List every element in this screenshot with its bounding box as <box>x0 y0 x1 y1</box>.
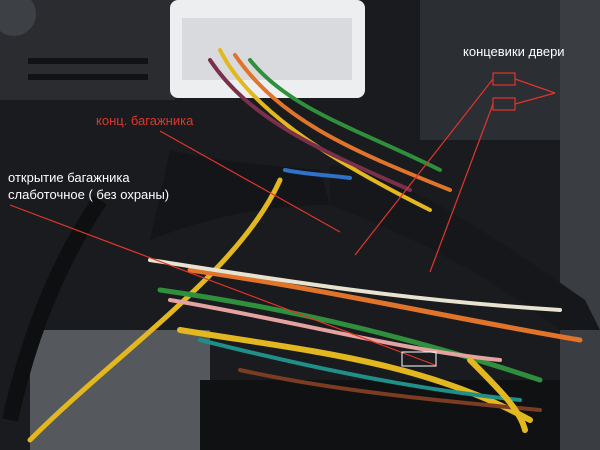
wire-yellow-top <box>218 48 432 212</box>
trunk-open-label-line1: открытие багажника <box>8 170 130 185</box>
dash-vent-slot-2 <box>28 74 148 80</box>
metal-bracket <box>30 330 210 450</box>
tape-bundle-upper <box>150 150 330 240</box>
door-pointer-2 <box>429 103 494 273</box>
wire-green <box>157 287 543 383</box>
trunk-open-label-line2: слаботочное ( без охраны) <box>8 187 170 202</box>
door-switches-label: концевики двери <box>463 44 565 59</box>
white-connector <box>170 0 365 98</box>
wire-white <box>148 258 562 312</box>
wire-purple <box>208 58 412 192</box>
wire-pink <box>168 298 502 362</box>
wire-blue <box>283 168 352 180</box>
wire-orange-top <box>233 53 452 192</box>
trunk-switch-label: конц. багажника <box>96 113 194 128</box>
wire-yellow-left <box>27 177 283 443</box>
round-button <box>0 0 36 36</box>
annotation-marks <box>9 72 556 366</box>
door-pointer-1 <box>354 78 494 256</box>
trunk-open-pointer <box>9 204 436 366</box>
floor-dark <box>200 380 560 450</box>
wire-yellow-right <box>467 357 528 433</box>
dash-vent-slot-1 <box>28 58 148 64</box>
trunk-switch-pointer <box>159 130 341 233</box>
wire-yellow-long <box>177 327 533 423</box>
black-cable-left <box>2 195 107 422</box>
wire-brown <box>238 368 542 412</box>
trunk-open-marker <box>401 351 437 367</box>
trunk-open-label: открытие багажника слаботочное ( без охр… <box>8 169 208 203</box>
tape-bundle <box>330 165 600 330</box>
door-arrow-line-1 <box>514 78 556 94</box>
dash-panel-right-edge <box>560 0 600 450</box>
wire-teal <box>198 338 522 402</box>
wire-green-top <box>248 58 442 172</box>
wire-orange <box>187 267 583 343</box>
wire-group <box>27 48 583 443</box>
door-arrow-line-2 <box>514 92 556 105</box>
